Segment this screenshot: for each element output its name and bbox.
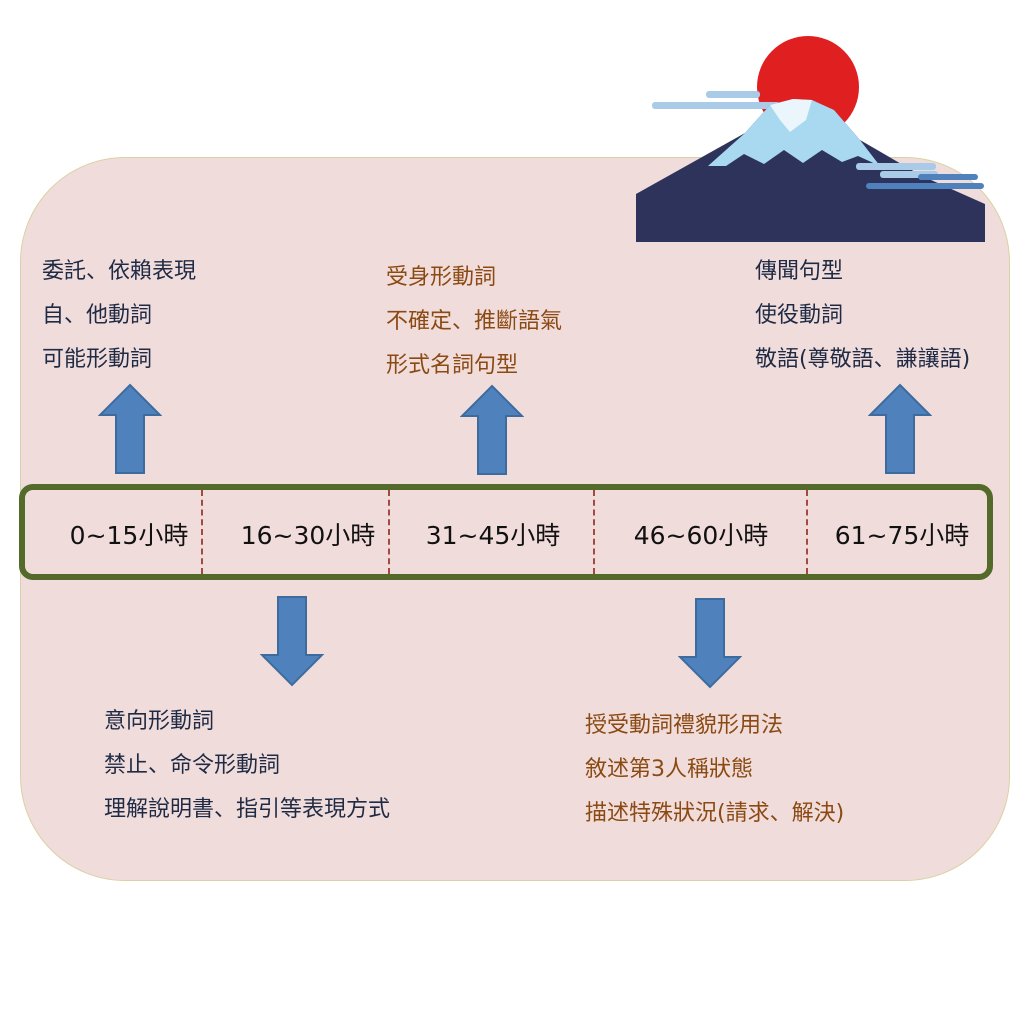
segment-divider <box>806 490 808 574</box>
topic-item: 敘述第3人稱狀態 <box>585 757 753 782</box>
mountain-snow-highlight-icon <box>770 99 812 132</box>
background-panel <box>20 157 1010 881</box>
topic-item: 形式名詞句型 <box>386 353 519 378</box>
timeline-segment-label: 0~15小時 <box>69 521 189 550</box>
cloud-far-right-icon <box>866 174 984 189</box>
timeline-segment-label: 16~30小時 <box>240 521 376 550</box>
segment-divider <box>388 490 390 574</box>
cloud-left-icon <box>652 91 780 109</box>
topic-item: 理解說明書、指引等表現方式 <box>104 797 391 822</box>
topic-item: 受身形動詞 <box>386 265 497 290</box>
topic-item: 傳聞句型 <box>755 259 844 284</box>
topic-item: 意向形動詞 <box>104 709 215 734</box>
top-center-topics: 受身形動詞 不確定、推斷語氣 形式名詞句型 <box>386 256 562 388</box>
mount-fuji-illustration <box>636 36 985 242</box>
down-arrow-icon <box>678 598 742 689</box>
top-right-topics: 傳聞句型 使役動詞 敬語(尊敬語、謙讓語) <box>755 250 970 382</box>
topic-item: 可能形動詞 <box>42 347 153 372</box>
mountain-icon <box>636 99 985 242</box>
segment-divider <box>201 490 203 574</box>
topic-item: 自、他動詞 <box>42 303 153 328</box>
topic-item: 授受動詞禮貌形用法 <box>585 713 784 738</box>
up-arrow-icon <box>460 384 524 475</box>
topic-item: 委託、依賴表現 <box>42 259 197 284</box>
timeline-segment-label: 61~75小時 <box>834 521 970 550</box>
topic-item: 不確定、推斷語氣 <box>386 309 563 334</box>
topic-item: 描述特殊狀況(請求、解決) <box>585 801 845 826</box>
up-arrow-icon <box>98 383 162 474</box>
timeline-segment-label: 46~60小時 <box>633 521 769 550</box>
segment-divider <box>593 490 595 574</box>
top-left-topics: 委託、依賴表現 自、他動詞 可能形動詞 <box>42 250 196 382</box>
topic-item: 使役動詞 <box>755 303 844 328</box>
topic-item: 禁止、命令形動詞 <box>104 753 281 778</box>
up-arrow-icon <box>868 383 932 474</box>
timeline-bar: 0~15小時 16~30小時 31~45小時 46~60小時 61~75小時 <box>19 484 993 580</box>
mountain-snow-icon <box>708 99 880 166</box>
topic-item: 敬語(尊敬語、謙讓語) <box>755 347 971 372</box>
timeline-segment-label: 31~45小時 <box>425 521 561 550</box>
bottom-right-topics: 授受動詞禮貌形用法 敘述第3人稱狀態 描述特殊狀況(請求、解決) <box>585 704 844 836</box>
bottom-left-topics: 意向形動詞 禁止、命令形動詞 理解說明書、指引等表現方式 <box>104 700 390 832</box>
down-arrow-icon <box>260 596 324 687</box>
